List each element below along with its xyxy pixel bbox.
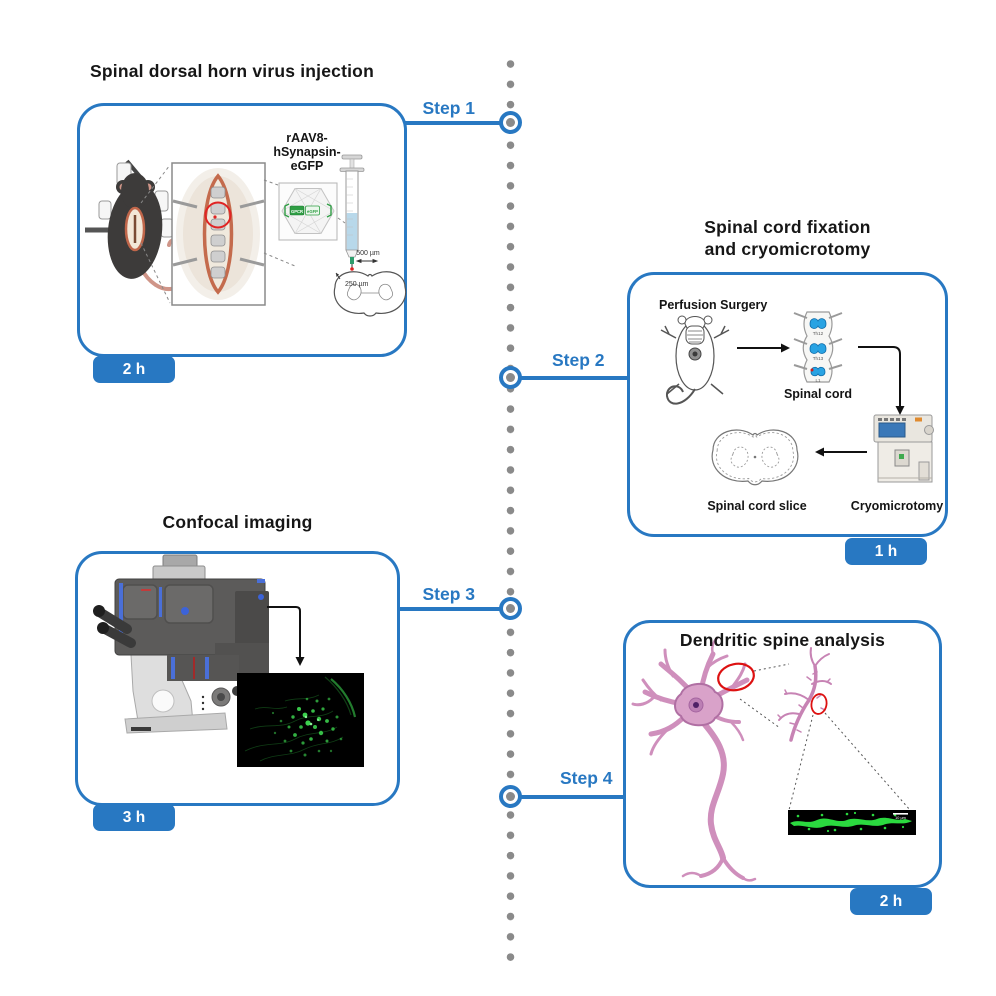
timeline-marker-step-1 <box>499 111 522 134</box>
marker-dot <box>506 373 515 382</box>
spinal-cord-cross-section-icon: 250 µm <box>333 271 407 317</box>
construct-promoter-label: GPCR <box>291 209 303 214</box>
step4-label: Step 4 <box>560 768 613 788</box>
axon <box>698 717 727 861</box>
panel4-duration-badge: 2 h <box>850 888 932 915</box>
panel1-duration-badge: 2 h <box>93 356 175 383</box>
vertebra-label-l1: L1 <box>815 378 821 383</box>
arrow-elbow-down <box>858 346 905 415</box>
zoom-dash-line <box>263 252 296 267</box>
spinal-cord-slice-label: Spinal cord slice <box>707 499 806 513</box>
panel4-illustration: 10 µm <box>631 636 916 882</box>
perfusion-mouse-icon <box>660 315 730 405</box>
panel1-illustration: rAAV8- hSynapsin- eGFP GPCR eGFP <box>85 131 407 317</box>
panel1-title: Spinal dorsal horn virus injection <box>90 61 374 81</box>
spinal-cord-slice-icon <box>711 429 799 486</box>
eyepiece <box>96 608 132 634</box>
panel3-illustration <box>93 554 364 767</box>
zoom-dash-line <box>140 164 171 204</box>
perfusion-surgery-label: Perfusion Surgery <box>659 298 767 312</box>
neuron-illustration <box>631 636 757 882</box>
panel2-title-line2: and cryomicrotomy <box>704 239 871 259</box>
panel2-duration-badge: 1 h <box>845 538 927 565</box>
timeline-dotted-line <box>506 54 515 970</box>
measure-arrow <box>355 258 379 264</box>
eyepiece <box>100 624 136 648</box>
step2-label: Step 2 <box>552 350 605 370</box>
fluorescence-micrograph <box>237 673 364 767</box>
step3-connector-line <box>398 607 501 611</box>
panel2-title-line1: Spinal cord fixation <box>704 217 871 237</box>
arrow-left <box>815 447 867 457</box>
aav-capsid-icon: GPCR eGFP <box>278 182 338 241</box>
construct-gene-label: eGFP <box>307 209 318 214</box>
zoom-dash-line <box>263 179 279 186</box>
timeline-marker-step-3 <box>499 597 522 620</box>
marker-dot <box>506 604 515 613</box>
spine-exposure-inset <box>171 162 266 306</box>
panel2-title: Spinal cord fixation and cryomicrotomy <box>627 216 948 260</box>
spinal-cord-label: Spinal cord <box>784 387 852 401</box>
nucleolus <box>693 702 699 708</box>
syringe-icon <box>339 154 365 271</box>
injection-site-circle <box>204 201 232 229</box>
scale-bar <box>893 813 908 815</box>
dendrite-spine-micrograph: 10 µm <box>788 810 916 835</box>
measure-500um: 500 µm <box>356 250 380 257</box>
panel4-dendritic-spine-analysis <box>623 620 942 888</box>
confocal-microscope-icon <box>93 554 269 734</box>
stereotaxic-mouse-icon <box>85 159 190 292</box>
zoom-dash-line <box>337 217 346 224</box>
dendrite-branch-illustration <box>777 647 832 742</box>
panel4-title: Dendritic spine analysis <box>679 630 886 650</box>
virus-name-line3: eGFP <box>291 159 324 173</box>
measure-250um: 250 µm <box>345 281 369 288</box>
virus-name-line2: hSynapsin- <box>273 145 340 159</box>
step1-label: Step 1 <box>422 98 475 118</box>
arrow-elbow-down <box>267 606 305 666</box>
dendrite-region-circle <box>717 662 755 692</box>
virus-name-line1: rAAV8- <box>286 131 327 145</box>
step2-connector-line <box>520 376 630 380</box>
timeline-marker-step-4 <box>499 785 522 808</box>
panel2-illustration: Perfusion Surgery <box>659 298 943 513</box>
marker-dot <box>506 118 515 127</box>
zoom-dash-line <box>140 242 171 304</box>
panel3-duration-badge: 3 h <box>93 804 175 831</box>
cryostat-machine-icon <box>873 414 934 483</box>
vertebra-label-th12: Th12 <box>813 331 824 336</box>
step4-connector-line <box>520 795 626 799</box>
cryomicrotomy-label: Cryomicrotomy <box>851 499 943 513</box>
spine-segment-icon: Th12 Th13 L1 <box>793 311 843 383</box>
arrow-right <box>737 343 790 353</box>
timeline-marker-step-2 <box>499 366 522 389</box>
annotation-dash-lines <box>739 663 911 811</box>
step1-connector-line <box>405 121 501 125</box>
vertebra-label-th13: Th13 <box>813 356 824 361</box>
panel3-title: Confocal imaging <box>162 512 313 532</box>
spine-region-circle <box>810 693 828 715</box>
step3-label: Step 3 <box>422 584 475 604</box>
scale-bar-label: 10 µm <box>895 816 906 820</box>
marker-dot <box>506 792 515 801</box>
